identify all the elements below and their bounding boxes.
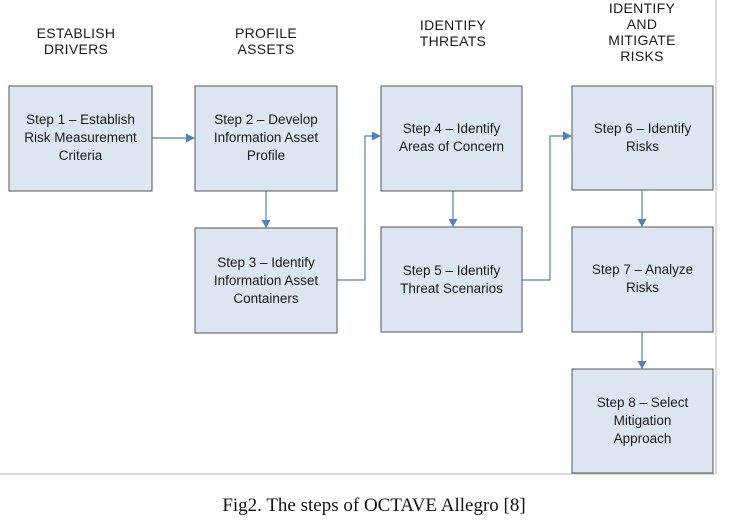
phase-header-4-line-2: AND	[627, 16, 657, 32]
phase-header-3-line-2: THREATS	[420, 33, 486, 49]
step-7-label-line-2: Risks	[626, 280, 659, 295]
step-7-label-line-1: Step 7 – Analyze	[592, 262, 693, 277]
arrowhead-step7	[637, 219, 647, 227]
phase-header-1-line-2: DRIVERS	[44, 41, 108, 57]
phase-header-3-line-1: IDENTIFY	[420, 17, 487, 33]
step-3-label-line-2: Information Asset	[214, 273, 319, 288]
arrowhead-step3	[261, 220, 271, 228]
step-4-label-line-1: Step 4 – Identify	[403, 121, 501, 136]
phase-header-4-line-1: IDENTIFY	[609, 0, 676, 16]
step-6-box	[571, 85, 714, 191]
connectors	[152, 131, 647, 369]
phase-header-1-line-1: ESTABLISH	[37, 25, 116, 41]
step-5-label-line-1: Step 5 – Identify	[403, 263, 501, 278]
phase-header-4-line-3: MITIGATE	[608, 32, 675, 48]
step-3-label-line-1: Step 3 – Identify	[217, 255, 315, 270]
step-2-label-line-1: Step 2 – Develop	[214, 112, 318, 127]
arrowhead-step6	[563, 131, 572, 141]
step-2-box	[194, 85, 338, 192]
arrowhead-step2	[186, 133, 195, 143]
step-5-label-line-2: Threat Scenarios	[400, 281, 503, 296]
connector-step3-step4	[337, 135, 372, 281]
step-1-label-line-3: Criteria	[59, 148, 103, 163]
step-4-label-line-2: Areas of Concern	[399, 139, 504, 154]
step-5-box	[380, 226, 523, 333]
step-4-box	[380, 85, 523, 192]
arrowhead-step4	[372, 131, 381, 141]
figure-caption: Fig2. The steps of OCTAVE Allegro [8]	[222, 495, 525, 516]
phase-header-2-line-2: ASSETS	[237, 41, 294, 57]
step-boxes	[8, 85, 714, 474]
step-7-box	[571, 226, 714, 333]
step-3-label-line-3: Containers	[233, 291, 299, 306]
step-3-box	[194, 227, 338, 334]
connector-step5-step6	[522, 135, 563, 281]
step-6-label-line-2: Risks	[626, 139, 659, 154]
step-8-label-line-3: Approach	[614, 431, 672, 446]
phase-header-4-line-4: RISKS	[620, 48, 664, 64]
step-8-label-line-2: Mitigation	[614, 413, 672, 428]
step-1-label-line-1: Step 1 – Establish	[26, 112, 135, 127]
step-1-label-line-2: Risk Measurement	[24, 130, 137, 145]
step-6-label-line-1: Step 6 – Identify	[594, 121, 692, 136]
arrowhead-step5	[448, 219, 458, 227]
step-2-label-line-2: Information Asset	[214, 130, 319, 145]
step-8-label-line-1: Step 8 – Select	[597, 395, 689, 410]
phase-header-2-line-1: PROFILE	[235, 25, 297, 41]
step-8-box	[571, 368, 714, 474]
step-1-box	[8, 85, 153, 192]
arrowhead-step8	[637, 361, 647, 369]
step-2-label-line-3: Profile	[247, 148, 285, 163]
